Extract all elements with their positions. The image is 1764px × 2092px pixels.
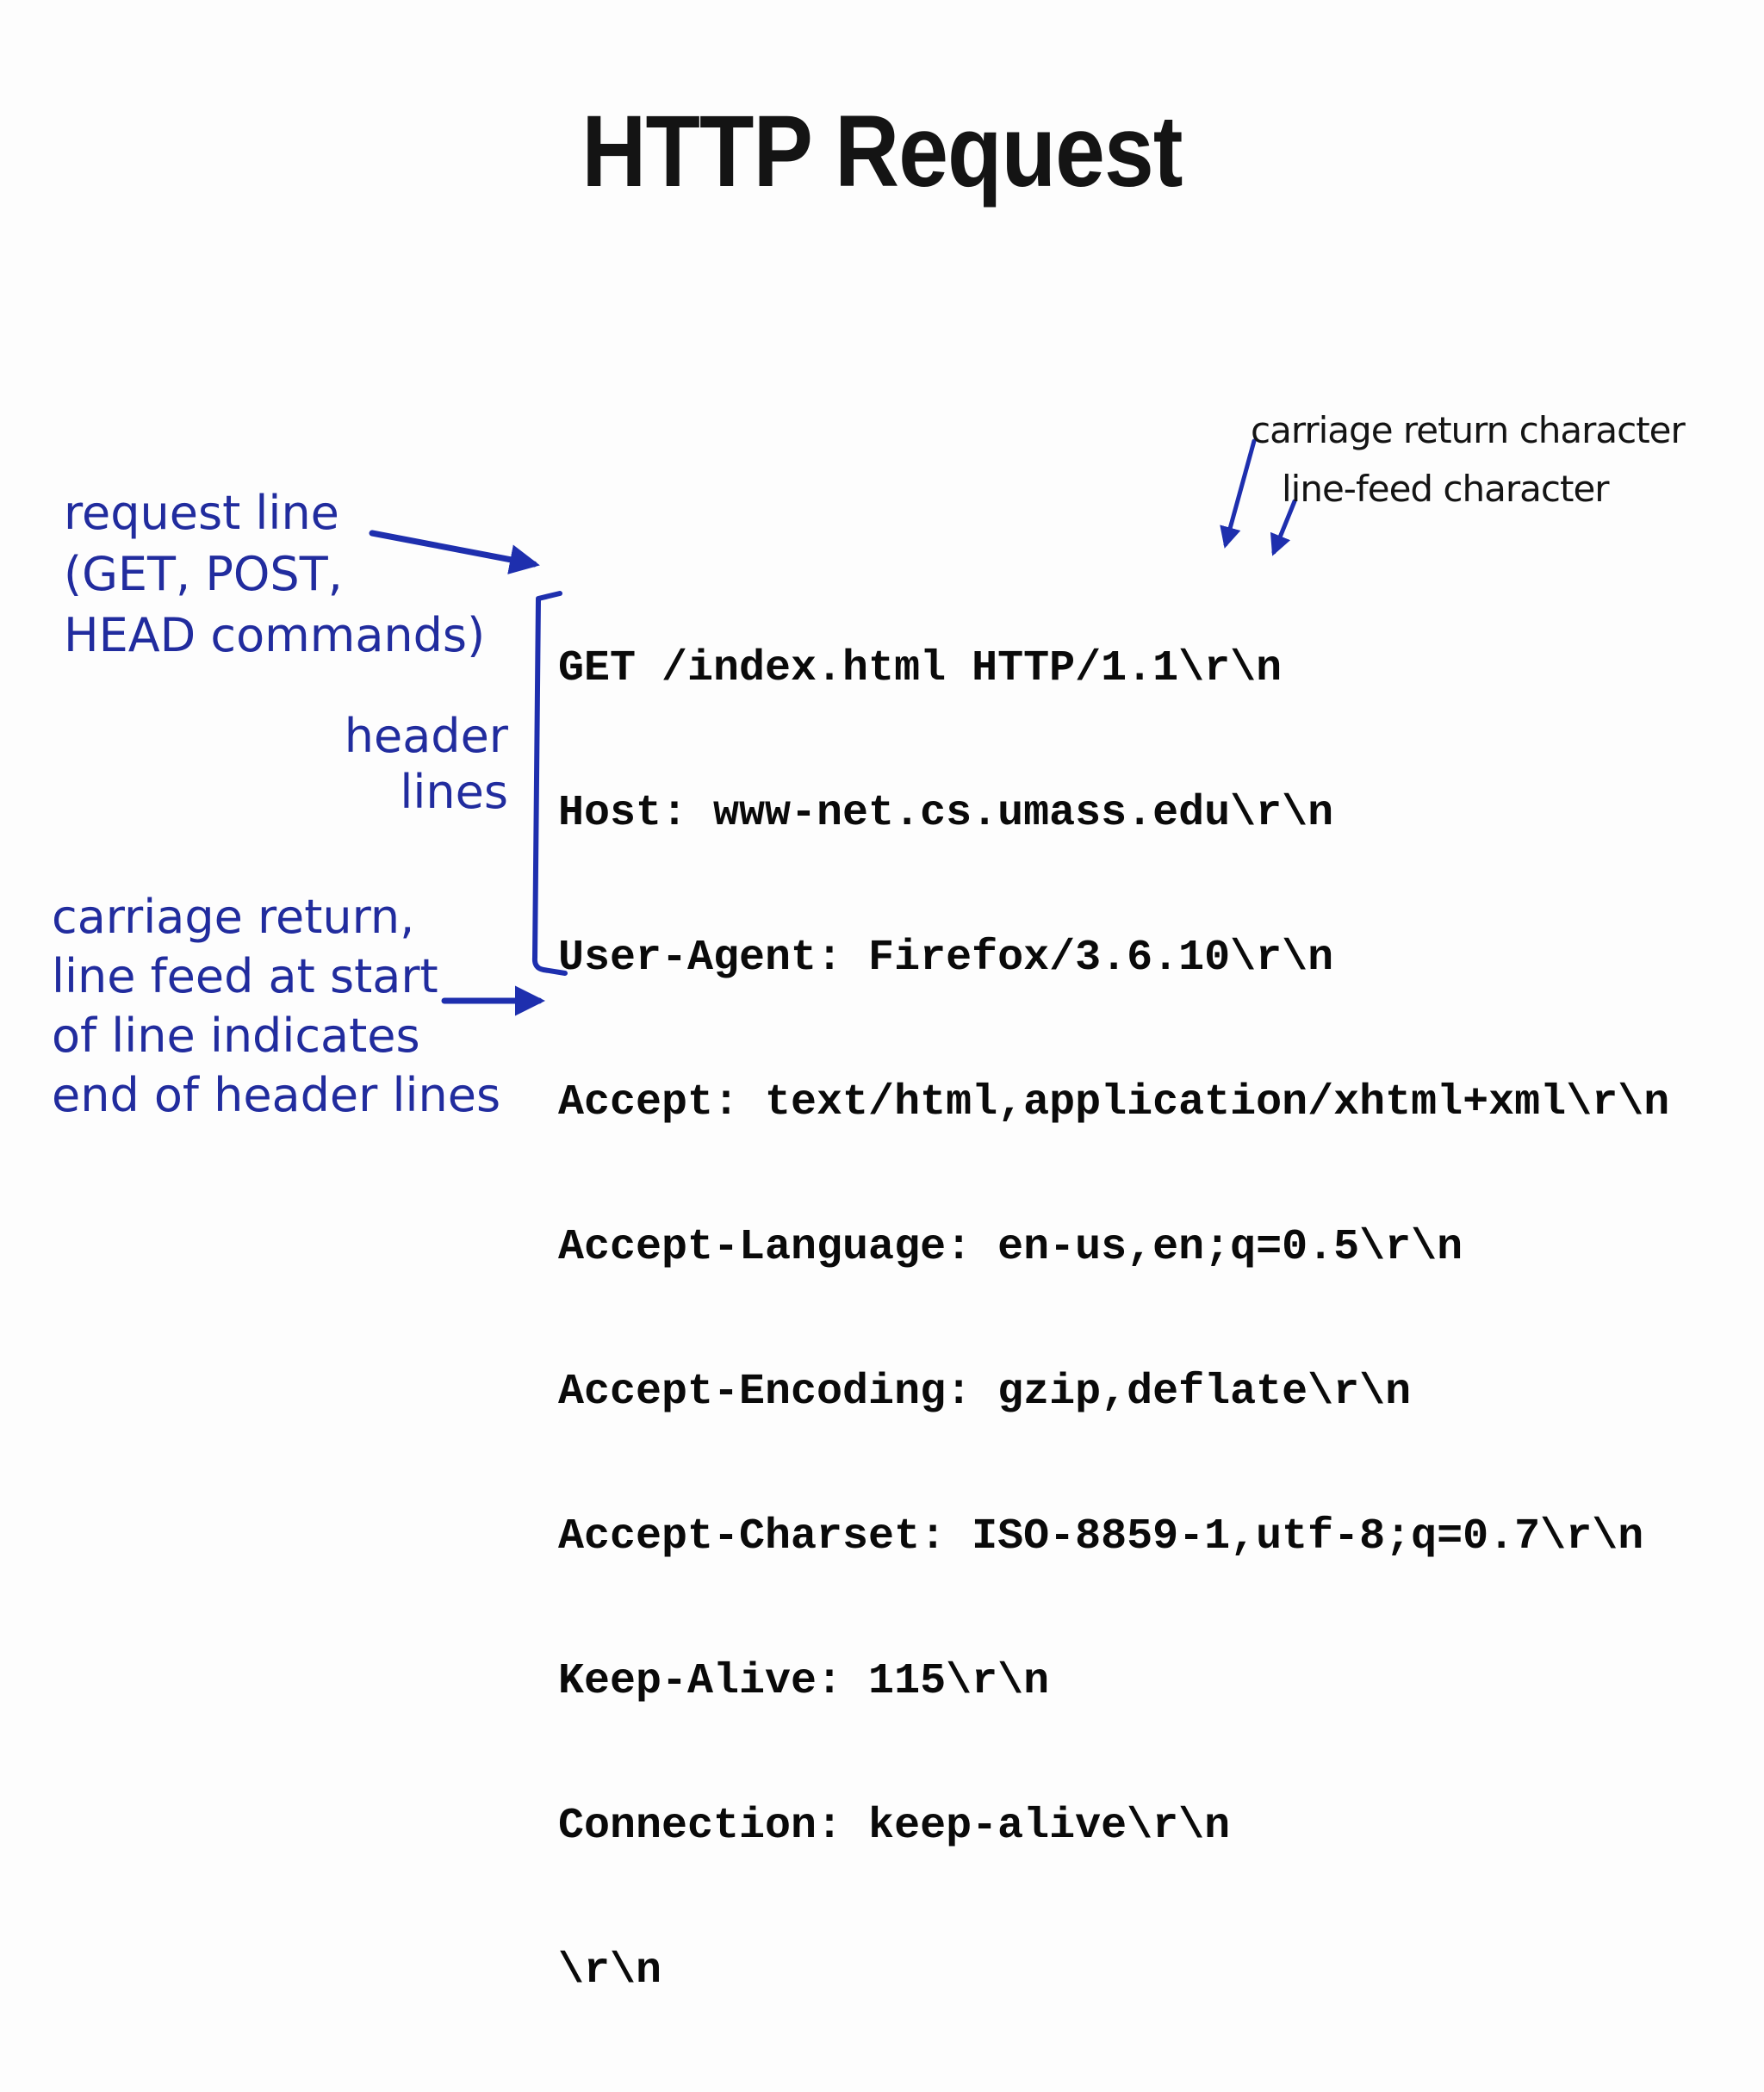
- line-feed-annotation: line-feed character: [1282, 468, 1610, 510]
- code-line-connection: Connection: keep-alive\r\n: [558, 1802, 1231, 1851]
- code-line-user-agent: User-Agent: Firefox/3.6.10\r\n: [558, 934, 1334, 983]
- code-line-accept: Accept: text/html,application/xhtml+xml\…: [558, 1078, 1670, 1127]
- code-line-keep-alive: Keep-Alive: 115\r\n: [558, 1657, 1050, 1706]
- code-line-accept-language: Accept-Language: en-us,en;q=0.5\r\n: [558, 1223, 1463, 1272]
- carriage-return-annotation: carriage return character: [1251, 409, 1686, 451]
- carriage-return-arrow: [1220, 438, 1257, 549]
- http-request-code: GET /index.html HTTP/1.1\r\n Host: www-n…: [558, 549, 1669, 2092]
- slide-http-request: HTTP Request request line (GET, POST, HE…: [52, 95, 1686, 1996]
- page-title: HTTP Request: [581, 95, 1183, 208]
- code-line-accept-encoding: Accept-Encoding: gzip,deflate\r\n: [558, 1368, 1412, 1417]
- code-line-request: GET /index.html HTTP/1.1\r\n: [558, 644, 1283, 693]
- code-line-blank-crlf: \r\n: [558, 1946, 662, 1996]
- request-line-annotation: request line (GET, POST, HEAD commands): [64, 486, 486, 662]
- code-line-accept-charset: Accept-Charset: ISO-8859-1,utf-8;q=0.7\r…: [558, 1512, 1644, 1561]
- header-lines-annotation: header lines: [344, 709, 508, 819]
- code-line-host: Host: www-net.cs.umass.edu\r\n: [558, 789, 1334, 838]
- end-of-headers-annotation: carriage return, line feed at start of l…: [52, 890, 501, 1122]
